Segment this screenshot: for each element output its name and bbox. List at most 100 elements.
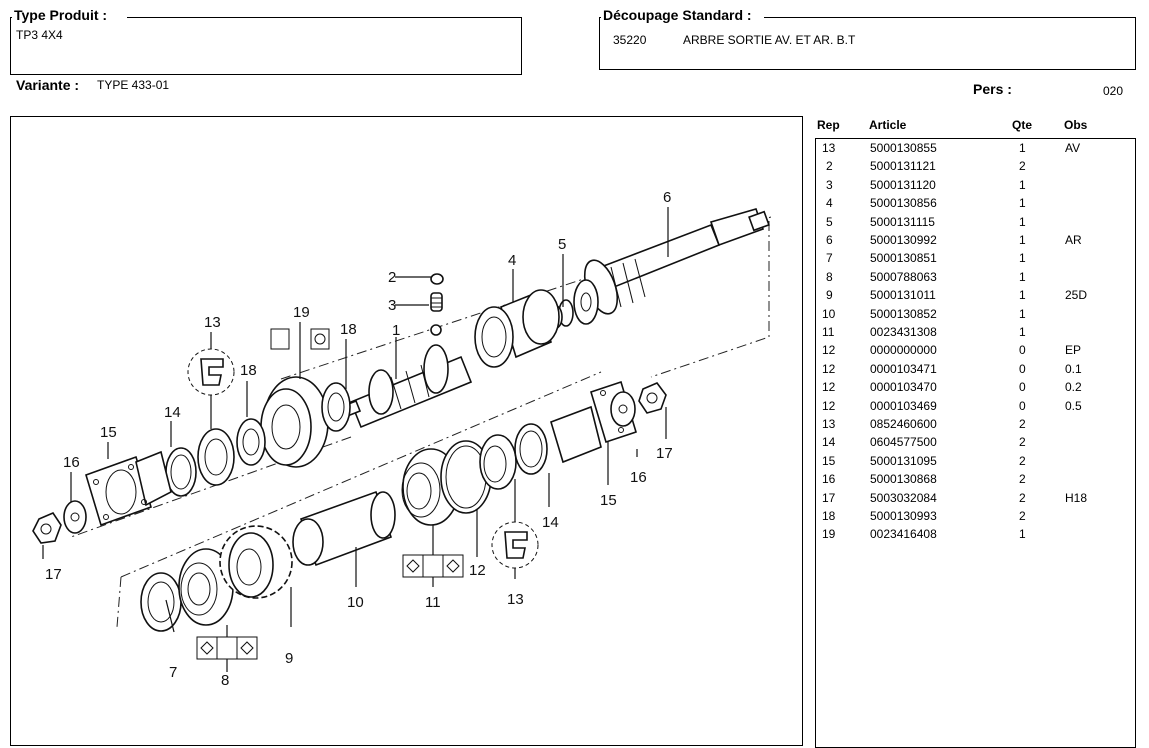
cell-rep: 12 (822, 380, 836, 395)
callout-7: 7 (169, 664, 177, 681)
variante-label: Variante : (16, 77, 80, 93)
cell-article: 0000103471 (870, 361, 937, 376)
callout-15-upper: 15 (100, 424, 117, 441)
callout-18-lower: 18 (240, 362, 257, 379)
flange-housing-15-front (85, 450, 172, 527)
decoupage-description: ARBRE SORTIE AV. ET AR. B.T (683, 33, 856, 47)
cell-article: 0023431308 (870, 325, 937, 339)
cell-rep: 11 (822, 325, 835, 339)
cell-obs: AR (1065, 233, 1082, 247)
cell-obs: 0.1 (1065, 361, 1082, 376)
type-produit-value: TP3 4X4 (16, 28, 63, 42)
callout-13-lower: 13 (507, 591, 524, 608)
cell-obs: 25D (1065, 288, 1088, 303)
washer-18-upper (321, 382, 351, 432)
nut-17-front (32, 512, 62, 544)
callout-1: 1 (392, 322, 400, 339)
cell-qte: 1 (1019, 527, 1026, 542)
callout-8: 8 (221, 672, 229, 689)
cell-qte: 2 (1019, 490, 1026, 505)
cell-article: 0023416408 (870, 527, 937, 542)
cell-article: 5000130868 (870, 472, 937, 487)
callout-13-upper: 13 (204, 314, 221, 331)
cell-article: 5000131120 (870, 177, 936, 192)
cell-qte: 0 (1019, 398, 1026, 413)
cell-rep: 12 (822, 398, 836, 413)
col-header-obs: Obs (1064, 118, 1088, 132)
cell-rep: 5 (826, 214, 833, 229)
parts-table-header: Rep Article Qte Obs (815, 118, 1135, 134)
cell-obs: 0.2 (1065, 380, 1082, 395)
cell-rep: 13 (822, 141, 836, 155)
cell-qte: 2 (1019, 159, 1026, 174)
cell-article: 5000130852 (870, 306, 937, 321)
cell-rep: 3 (826, 177, 833, 192)
cell-qte: 1 (1019, 306, 1026, 321)
cell-rep: 10 (822, 306, 836, 321)
callout-labels: 1 2 3 4 5 6 7 8 9 10 11 12 13 13 14 14 1… (45, 189, 673, 689)
spacer-tube-10 (292, 490, 396, 567)
callout-11: 11 (425, 594, 441, 611)
callout-5: 5 (558, 236, 566, 253)
gear-9 (219, 525, 293, 599)
cell-article: 5000131095 (870, 453, 937, 468)
cell-article: 0852460600 (870, 417, 937, 431)
cell-article: 5000130851 (870, 251, 937, 266)
washer-18-lower (236, 418, 266, 466)
callout-14-lower: 14 (542, 514, 559, 531)
seal-detail-13-rear (491, 521, 539, 569)
exploded-view-drawing: 1 2 3 4 5 6 7 8 9 10 11 12 13 13 14 14 1… (32, 189, 772, 689)
decoupage-box (599, 17, 1136, 70)
callout-15-lower: 15 (600, 492, 617, 509)
seal-13-rear (479, 434, 517, 490)
cell-qte: 1 (1019, 196, 1026, 211)
cell-qte: 1 (1019, 141, 1026, 155)
cell-qte: 1 (1019, 325, 1026, 339)
table-row[interactable]: 10 5000130852 1 (816, 305, 1135, 323)
cell-qte: 1 (1019, 233, 1026, 247)
cell-obs: AV (1065, 141, 1081, 155)
cell-article: 0604577500 (870, 435, 937, 450)
cell-qte: 2 (1019, 509, 1026, 523)
cell-rep: 9 (826, 288, 833, 303)
cell-article: 5000130993 (870, 509, 937, 523)
cell-qte: 2 (1019, 435, 1026, 450)
cell-article: 0000000000 (870, 343, 937, 358)
callout-19: 19 (293, 304, 310, 321)
cell-rep: 15 (822, 453, 836, 468)
cell-obs: 0.5 (1065, 398, 1082, 413)
seal-13-front (197, 428, 235, 486)
table-row[interactable]: 11 0023431308 1 (816, 323, 1135, 341)
callout-18-upper: 18 (340, 321, 357, 338)
cell-qte: 2 (1019, 453, 1026, 468)
cell-qte: 0 (1019, 343, 1026, 358)
exploded-view-diagram: 1 2 3 4 5 6 7 8 9 10 11 12 13 13 14 14 1… (10, 116, 803, 746)
decoupage-code: 35220 (613, 33, 647, 47)
callout-6: 6 (663, 189, 671, 206)
cell-qte: 1 (1019, 269, 1026, 284)
col-header-qte: Qte (1012, 118, 1033, 132)
table-row[interactable]: 15 5000131095 2 (816, 452, 1135, 470)
callout-17-upper: 17 (45, 566, 62, 583)
cell-rep: 8 (826, 269, 833, 284)
